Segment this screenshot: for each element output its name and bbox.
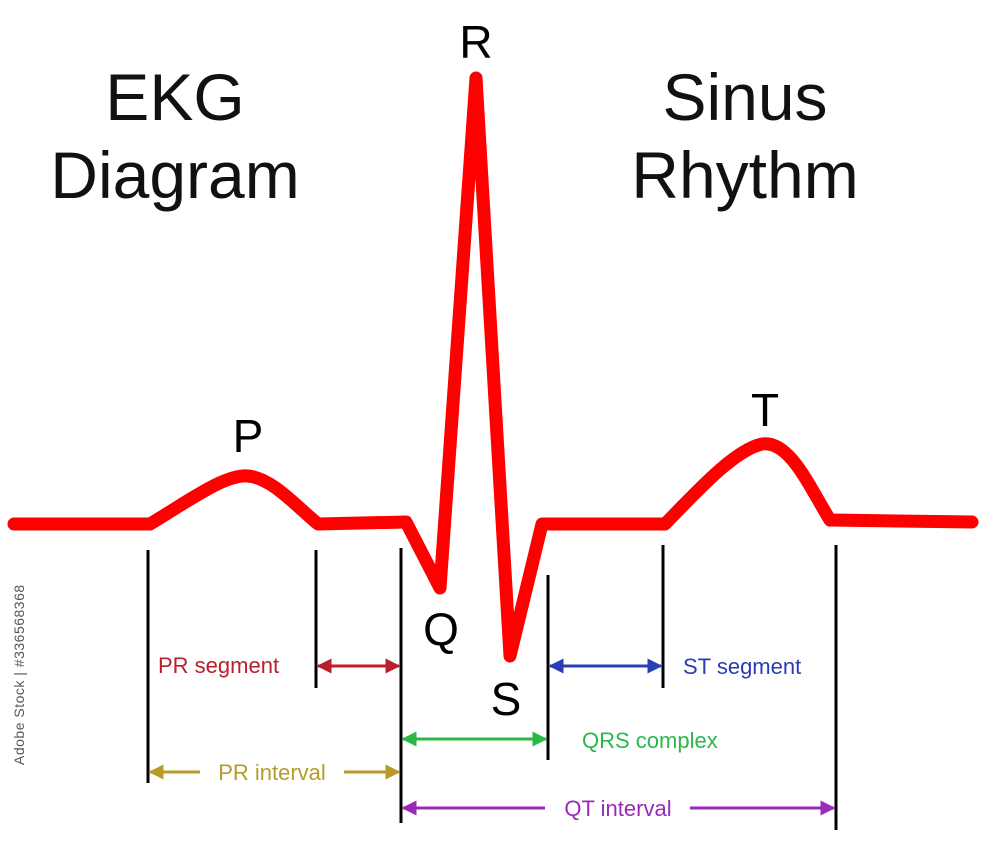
qrs-complex-label: QRS complex	[582, 728, 718, 753]
wave-label-r: R	[459, 16, 492, 68]
wave-label-s: S	[491, 673, 522, 725]
wave-label-t: T	[751, 384, 779, 436]
wave-label-q: Q	[423, 603, 459, 655]
st-segment: ST segment	[548, 654, 801, 679]
pr-interval: PR interval	[148, 760, 401, 785]
title-right-line2: Rhythm	[631, 138, 859, 212]
title-right: Sinus Rhythm	[620, 58, 870, 214]
qt-interval: QT interval	[401, 796, 836, 821]
pr-segment-label: PR segment	[158, 653, 279, 678]
qrs-complex: QRS complex	[401, 728, 718, 753]
boundary-markers	[146, 545, 838, 830]
wave-label-p: P	[233, 410, 264, 462]
title-left: EKG Diagram	[40, 58, 310, 214]
st-segment-label: ST segment	[683, 654, 801, 679]
title-left-line2: Diagram	[50, 138, 300, 212]
pr-segment: PR segment	[158, 653, 401, 678]
title-right-line1: Sinus	[662, 60, 828, 134]
title-left-line1: EKG	[105, 60, 245, 134]
ekg-trace	[7, 71, 979, 663]
qt-interval-label: QT interval	[564, 796, 671, 821]
pr-interval-label: PR interval	[218, 760, 326, 785]
